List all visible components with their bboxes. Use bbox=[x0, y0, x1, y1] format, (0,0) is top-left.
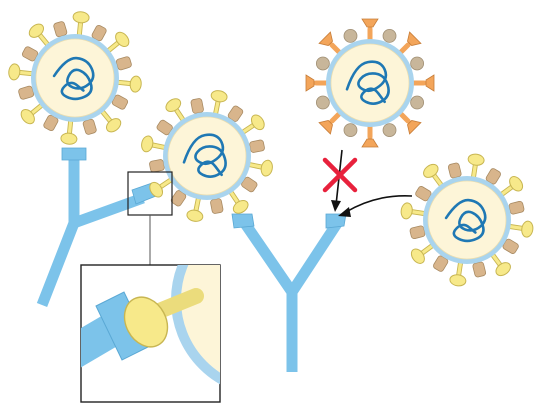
spike-protein bbox=[105, 31, 130, 54]
surface-protein bbox=[382, 28, 397, 43]
spike-protein bbox=[318, 31, 343, 56]
spike-protein bbox=[400, 202, 428, 220]
spike-protein bbox=[20, 102, 45, 125]
surface-protein bbox=[409, 225, 426, 240]
surface-protein bbox=[156, 119, 173, 136]
spike-protein bbox=[449, 259, 467, 287]
surface-protein bbox=[249, 139, 265, 153]
surface-protein bbox=[241, 176, 258, 193]
surface-protein bbox=[447, 162, 462, 179]
spike-protein bbox=[8, 63, 36, 81]
surface-protein bbox=[43, 114, 59, 132]
spike-protein bbox=[397, 110, 422, 135]
surface-protein bbox=[53, 21, 68, 38]
spike-protein bbox=[506, 220, 534, 238]
spike-protein bbox=[361, 18, 379, 44]
viral-core bbox=[35, 38, 115, 118]
spike-protein bbox=[467, 153, 485, 181]
spike-protein bbox=[99, 108, 122, 133]
red-x-icon bbox=[322, 157, 358, 193]
viral-core bbox=[167, 116, 247, 196]
surface-protein bbox=[410, 95, 425, 110]
spike-protein bbox=[149, 176, 175, 198]
spike-protein bbox=[305, 74, 331, 92]
viral-rna bbox=[182, 133, 227, 178]
spike-protein bbox=[28, 23, 51, 48]
surface-protein bbox=[315, 56, 330, 71]
spike-protein bbox=[210, 90, 228, 118]
spike-protein bbox=[397, 31, 422, 56]
surface-protein bbox=[410, 56, 425, 71]
spike-protein bbox=[489, 251, 511, 277]
curved-arrow-icon bbox=[338, 195, 413, 217]
spike-protein bbox=[245, 159, 273, 177]
spike-protein bbox=[114, 75, 142, 93]
surface-protein bbox=[343, 123, 358, 138]
surface-protein bbox=[227, 105, 244, 122]
surface-protein bbox=[210, 198, 224, 214]
spike-protein bbox=[361, 122, 379, 148]
surface-protein bbox=[170, 190, 187, 207]
virus-approaching-free-antibody bbox=[400, 153, 534, 287]
surface-protein bbox=[115, 56, 132, 71]
spike-protein bbox=[498, 176, 524, 198]
spike-protein bbox=[318, 110, 343, 135]
surface-protein bbox=[18, 85, 35, 100]
spike-protein bbox=[165, 98, 187, 124]
mutant-virus-not-bound bbox=[305, 18, 435, 148]
spike-protein bbox=[60, 117, 78, 145]
zoom-callout bbox=[80, 264, 221, 403]
viral-core bbox=[427, 180, 507, 260]
viral-rna bbox=[345, 60, 390, 105]
spike-protein bbox=[423, 163, 445, 189]
viral-core bbox=[330, 43, 410, 123]
viral-rna bbox=[52, 56, 95, 101]
surface-protein bbox=[190, 98, 204, 114]
virus-bound-antibody-middle bbox=[141, 90, 273, 222]
surface-protein bbox=[149, 159, 165, 173]
surface-protein bbox=[472, 261, 487, 278]
spike-protein bbox=[410, 242, 436, 264]
spike-protein bbox=[409, 74, 435, 92]
antibody-right bbox=[231, 208, 347, 372]
spike-protein bbox=[227, 188, 249, 214]
spike-protein bbox=[239, 114, 265, 136]
surface-protein bbox=[508, 200, 525, 215]
spike-protein bbox=[141, 135, 169, 153]
surface-protein bbox=[82, 118, 97, 135]
surface-protein bbox=[382, 123, 397, 138]
spike-protein bbox=[186, 194, 204, 222]
virus-bound-antibody-left bbox=[8, 11, 142, 145]
blocked-binding bbox=[322, 149, 358, 212]
surface-protein bbox=[315, 95, 330, 110]
spike-protein bbox=[72, 11, 90, 39]
viral-rna bbox=[444, 198, 487, 243]
surface-protein bbox=[343, 28, 358, 43]
